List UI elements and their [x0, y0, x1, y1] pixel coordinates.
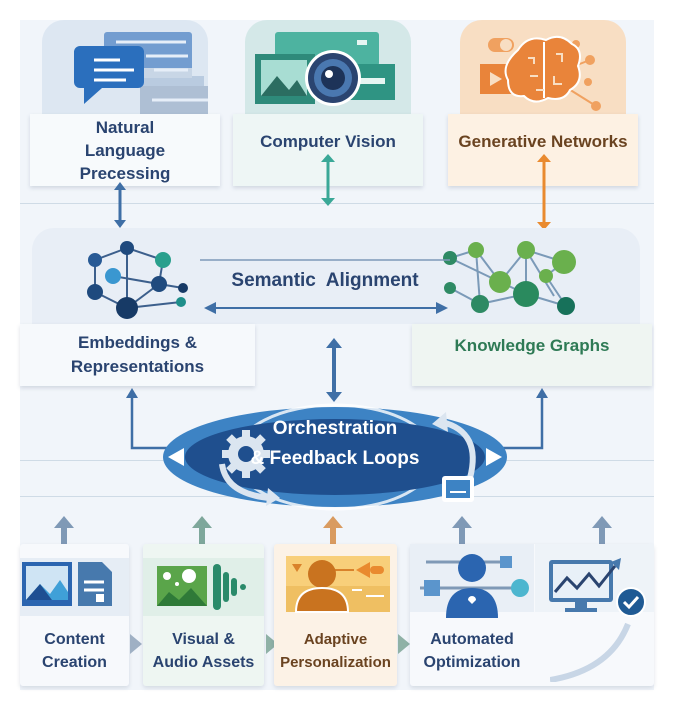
nlp-art: [42, 20, 220, 132]
content-creation-label: Content Creation: [42, 631, 107, 671]
connector-right: [490, 388, 548, 450]
chevron-right-icon: [130, 634, 142, 654]
adaptive-personalization-label: Adaptive Personalization: [280, 631, 391, 671]
card-generative-networks[interactable]: Generative Networks: [448, 20, 638, 188]
arrow-gen-knowledge: [537, 154, 551, 230]
camera-icon: [255, 32, 395, 106]
arrow-up-automated: [452, 516, 472, 544]
swoosh-arrow-icon: [550, 622, 631, 682]
card-content-creation[interactable]: Content Creation: [20, 544, 129, 686]
arrow-up-monitor: [592, 516, 612, 544]
semantic-alignment-label: Semantic Alignment: [231, 270, 419, 291]
embeddings-label[interactable]: Embeddings & Representations: [20, 324, 255, 386]
arrow-up-content: [54, 516, 74, 544]
chat-bubbles-icon: [74, 32, 220, 114]
arrow-alignment-core: [326, 338, 342, 402]
visual-audio-label: Visual & Audio Assets: [152, 631, 255, 671]
card-nlp[interactable]: Natural Language Precessing: [30, 20, 220, 188]
image-document-icon: [20, 558, 129, 616]
chevron-right-icon: [398, 634, 410, 654]
user-profile-icon: [286, 556, 390, 613]
inbox-icon: [442, 476, 474, 502]
automated-optimization-label: Automated Optimization: [423, 631, 521, 671]
knowledge-graphs-label[interactable]: Knowledge Graphs: [412, 324, 652, 386]
monitor-chart-check-icon: [549, 558, 646, 617]
divider-line: [20, 203, 654, 204]
network-nodes-icon: [87, 241, 188, 319]
gen-art: [460, 20, 626, 132]
chevron-right-icon: [266, 634, 278, 654]
card-adaptive-personalization[interactable]: Adaptive Personalization: [274, 544, 397, 686]
alignment-arrows: [200, 259, 450, 314]
diagram-canvas: Natural Language Precessing Computer Vis…: [20, 20, 654, 690]
arrow-up-adaptive: [323, 516, 343, 544]
graph-nodes-icon: [443, 241, 576, 315]
arrow-nlp-embeddings: [114, 182, 126, 228]
sliders-user-icon: [420, 554, 529, 618]
image-audio-icon: [143, 558, 264, 616]
arrow-up-visual: [192, 516, 212, 544]
arrow-cv-alignment: [321, 154, 335, 206]
cv-art: [245, 20, 411, 132]
core-title-line2: & Feedback Loops: [250, 448, 420, 469]
nlp-label: Natural Language Precessing: [30, 114, 220, 186]
core-title-line1: Orchestration: [272, 418, 398, 439]
gear-icon: [222, 430, 270, 478]
card-visual-audio[interactable]: Visual & Audio Assets: [143, 544, 264, 686]
card-automated-optimization[interactable]: Automated Optimization: [410, 544, 654, 686]
brain-icon: [480, 35, 601, 111]
orchestration-core[interactable]: [160, 402, 510, 512]
